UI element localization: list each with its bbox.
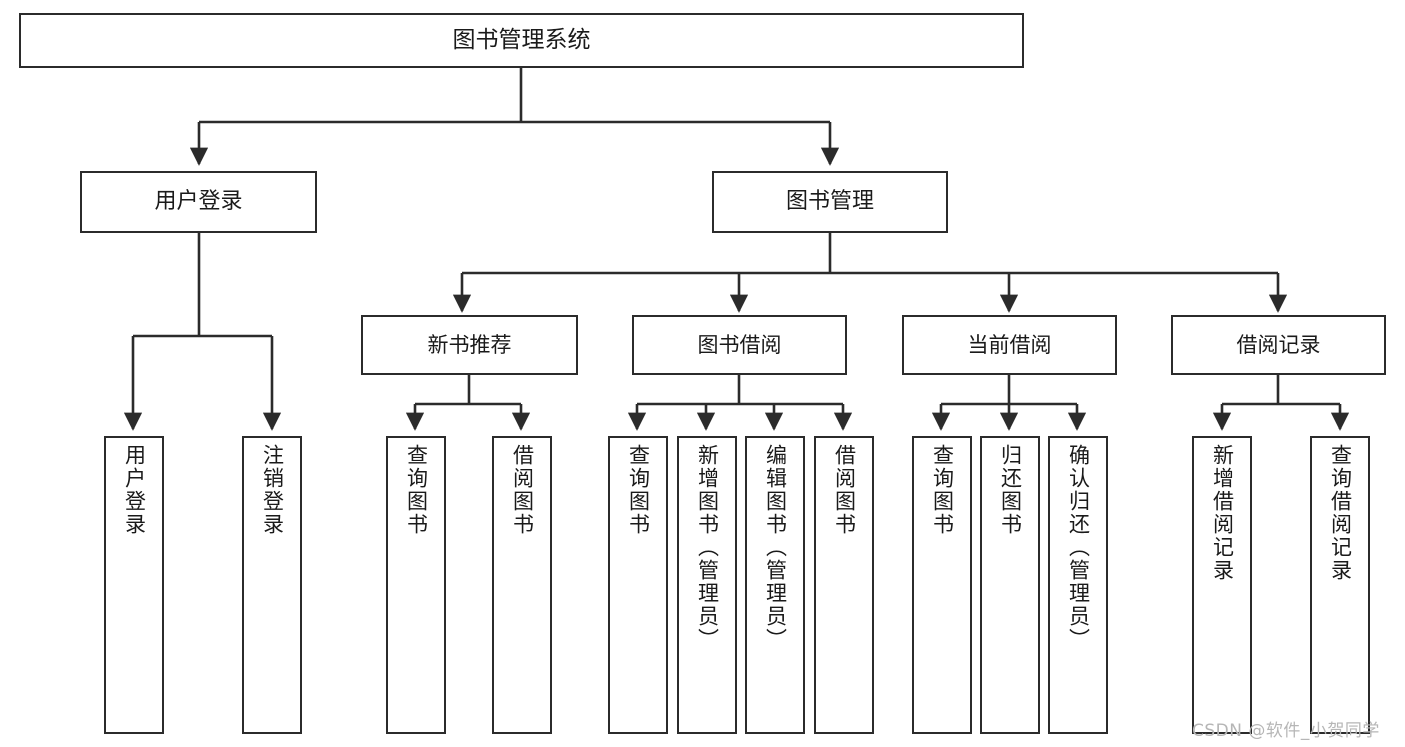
- leaf-borrow-add-book[interactable]: 新增图书（管理员）: [677, 436, 737, 734]
- leaf-current-query-book[interactable]: 查询图书: [912, 436, 972, 734]
- leaf-new-book-borrow[interactable]: 借阅图书: [492, 436, 552, 734]
- leaf-new-book-query-label: 查询图书: [404, 444, 429, 536]
- leaf-borrow-borrow-book[interactable]: 借阅图书: [814, 436, 874, 734]
- node-user-login-label: 用户登录: [154, 189, 243, 215]
- leaf-user-login-signout[interactable]: 注销登录: [242, 436, 302, 734]
- node-borrow-record-label: 借阅记录: [1236, 332, 1321, 357]
- leaf-borrow-add-book-label: 新增图书（管理员）: [695, 444, 720, 651]
- node-new-book-recommend[interactable]: 新书推荐: [361, 315, 578, 375]
- leaf-current-confirm-return-label: 确认归还（管理员）: [1066, 444, 1091, 651]
- leaf-record-query[interactable]: 查询借阅记录: [1310, 436, 1370, 734]
- csdn-watermark: CSDN @软件_小贺同学: [1192, 721, 1380, 741]
- leaf-current-return-book-label: 归还图书: [998, 444, 1023, 536]
- leaf-record-add[interactable]: 新增借阅记录: [1192, 436, 1252, 734]
- node-root-label: 图书管理系统: [452, 27, 591, 54]
- leaf-record-add-label: 新增借阅记录: [1210, 444, 1235, 582]
- leaf-borrow-edit-book[interactable]: 编辑图书（管理员）: [745, 436, 805, 734]
- leaf-borrow-query-book-label: 查询图书: [626, 444, 651, 536]
- leaf-current-return-book[interactable]: 归还图书: [980, 436, 1040, 734]
- leaf-user-login-signin[interactable]: 用户登录: [104, 436, 164, 734]
- node-root-system[interactable]: 图书管理系统: [19, 13, 1024, 68]
- leaf-borrow-edit-book-label: 编辑图书（管理员）: [763, 444, 788, 651]
- node-user-login[interactable]: 用户登录: [80, 171, 317, 233]
- leaf-user-login-signout-label: 注销登录: [260, 444, 285, 536]
- node-borrow-record[interactable]: 借阅记录: [1171, 315, 1386, 375]
- node-book-borrow-label: 图书借阅: [697, 332, 782, 357]
- node-book-management-label: 图书管理: [785, 189, 874, 215]
- leaf-current-confirm-return[interactable]: 确认归还（管理员）: [1048, 436, 1108, 734]
- leaf-user-login-signin-label: 用户登录: [122, 444, 147, 536]
- leaf-new-book-query[interactable]: 查询图书: [386, 436, 446, 734]
- node-book-management[interactable]: 图书管理: [712, 171, 948, 233]
- node-current-borrow-label: 当前借阅: [967, 332, 1052, 357]
- leaf-current-query-book-label: 查询图书: [930, 444, 955, 536]
- node-book-borrow[interactable]: 图书借阅: [632, 315, 847, 375]
- leaf-new-book-borrow-label: 借阅图书: [510, 444, 535, 536]
- leaf-borrow-query-book[interactable]: 查询图书: [608, 436, 668, 734]
- node-current-borrow[interactable]: 当前借阅: [902, 315, 1117, 375]
- leaf-borrow-borrow-book-label: 借阅图书: [832, 444, 857, 536]
- leaf-record-query-label: 查询借阅记录: [1328, 444, 1353, 582]
- node-new-book-recommend-label: 新书推荐: [427, 332, 512, 357]
